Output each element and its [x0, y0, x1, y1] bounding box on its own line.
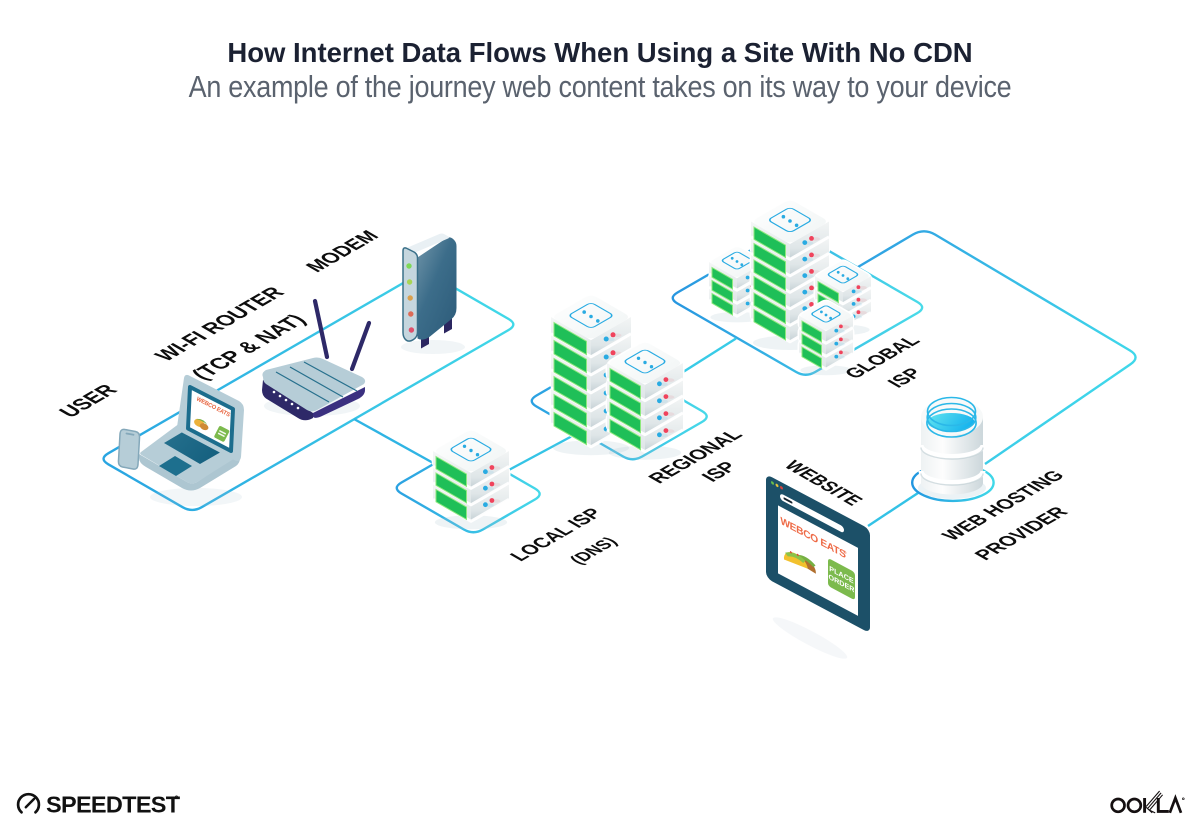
svg-text:An example of the journey web: An example of the journey web content ta…: [189, 70, 1012, 104]
svg-text:SPEEDTEST: SPEEDTEST: [46, 792, 181, 818]
svg-text:How Internet Data Flows When U: How Internet Data Flows When Using a Sit…: [227, 37, 972, 68]
svg-text:®: ®: [844, 549, 848, 556]
